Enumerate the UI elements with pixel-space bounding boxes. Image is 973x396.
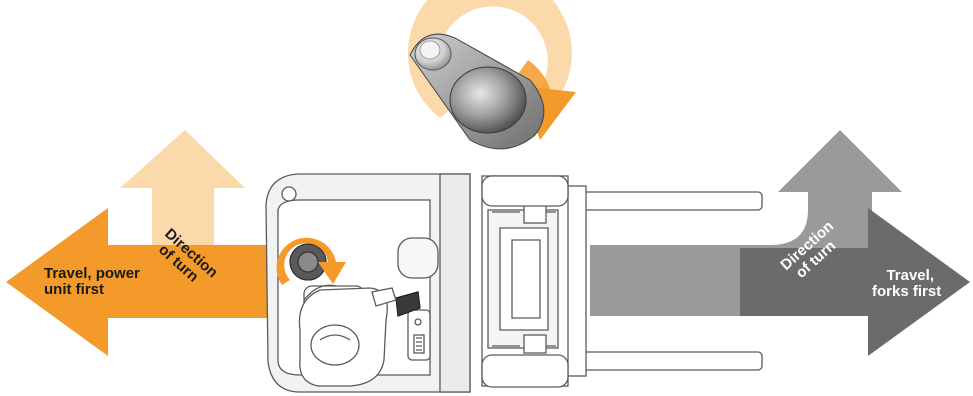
wheel-top bbox=[482, 176, 568, 206]
wheel-bottom bbox=[482, 355, 568, 387]
fork-bottom bbox=[582, 352, 762, 370]
label-travel-power-unit-first: Travel, power unit first bbox=[44, 266, 140, 298]
label-travel-forks-first: Travel, forks first bbox=[872, 268, 934, 300]
fork-top bbox=[582, 192, 762, 210]
carriage bbox=[566, 186, 586, 376]
